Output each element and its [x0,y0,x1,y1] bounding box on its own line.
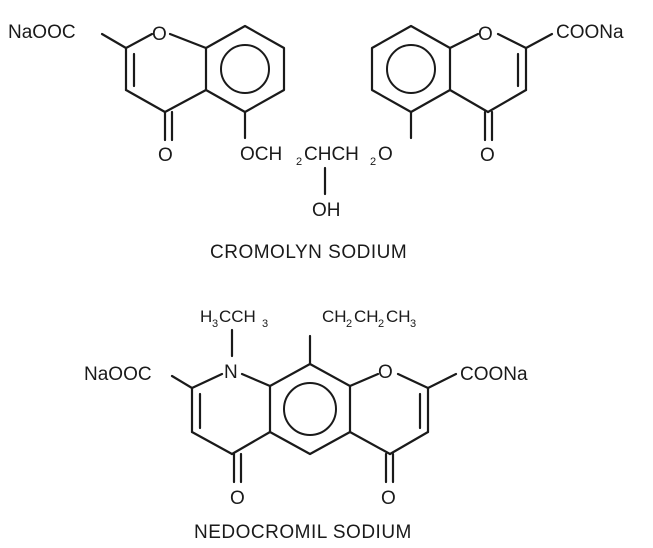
svg-text:3: 3 [410,318,416,330]
cromolyn-left-pyranone-ring [124,32,208,142]
svg-text:3: 3 [212,318,218,330]
nedocromil-caption: NEDOCROMIL SODIUM [194,522,412,543]
linker-chch: CHCH [304,144,359,165]
cromolyn-structure: NaOOC O O O COONa O OCH 2 CHCH 2 [8,22,624,263]
nedocromil-right-carboxylate: COONa [460,364,528,385]
linker-o: O [378,144,393,165]
cromolyn-linker: OCH 2 CHCH 2 O OH [240,144,393,221]
linker-sub-1: 2 [296,156,302,168]
svg-text:CH: CH [386,307,411,326]
cromolyn-caption: CROMOLYN SODIUM [210,242,407,263]
nedocromil-propyl-group: CH 2 CH 2 CH 3 [322,307,416,330]
svg-text:CH: CH [322,307,347,326]
nedocromil-left-carboxyl-bond [170,374,194,390]
nedocromil-ethyl-group: H 3 CCH 3 [200,307,268,330]
linker-och: OCH [240,144,282,165]
nedocromil-structure: NaOOC N O COONa O O H 3 CCH 3 CH 2 CH 2 … [84,307,528,543]
cromolyn-right-ring-oxygen: O [478,24,493,45]
svg-text:3: 3 [262,318,268,330]
nedocromil-ring-oxygen: O [378,362,393,383]
cromolyn-right-carboxylate: COONa [556,22,624,43]
nedocromil-benzene-ring [268,362,352,456]
nedocromil-pyranone-ring [348,372,430,484]
nedocromil-nitrogen: N [224,362,238,383]
cromolyn-right-carbonyl-oxygen: O [480,145,495,166]
nedocromil-pyridone-ring [190,372,272,484]
svg-text:2: 2 [378,318,384,330]
cromolyn-left-ring-oxygen: O [152,24,167,45]
nedocromil-right-carboxyl-bond [426,372,458,390]
cromolyn-left-carbonyl-oxygen: O [158,145,173,166]
svg-text:H: H [200,307,212,326]
svg-text:2: 2 [346,318,352,330]
nedocromil-left-carboxylate: NaOOC [84,364,152,385]
svg-text:CH: CH [354,307,379,326]
cromolyn-left-carboxyl-bond [100,32,128,50]
linker-hydroxyl: OH [312,200,341,221]
linker-sub-2: 2 [370,156,376,168]
svg-text:CCH: CCH [219,307,256,326]
cromolyn-right-pyranone-ring [448,32,528,142]
cromolyn-right-carboxyl-bond [524,32,554,50]
nedocromil-right-carbonyl-oxygen: O [381,488,396,509]
cromolyn-left-benzene-ring [204,24,286,114]
nedocromil-left-carbonyl-oxygen: O [230,488,245,509]
cromolyn-left-carboxylate: NaOOC [8,22,76,43]
cromolyn-right-benzene-ring [370,24,452,114]
